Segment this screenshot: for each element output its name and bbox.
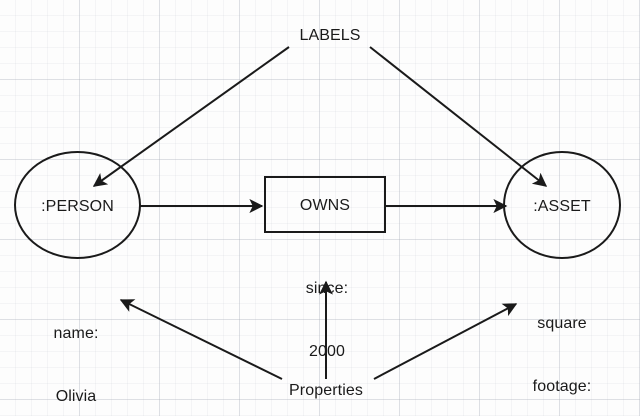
edge-properties-asset — [373, 303, 518, 380]
edge-labels-asset — [369, 46, 548, 187]
property-asset-line1: square — [537, 315, 587, 332]
properties-annotation-title: Properties — [289, 382, 363, 399]
edge-properties-person — [119, 299, 283, 380]
property-asset: square footage: 3000 — [506, 271, 618, 416]
property-owns-line2: 2000 — [309, 343, 345, 360]
node-person-label: :PERSON — [41, 198, 114, 215]
labels-annotation-title: LABELS — [299, 27, 361, 44]
property-asset-line2: footage: — [532, 378, 592, 395]
property-person: name: Olivia — [20, 281, 132, 416]
node-asset-shape[interactable] — [503, 151, 621, 259]
node-owns-shape[interactable] — [264, 176, 386, 233]
node-asset-label: :ASSET — [533, 198, 591, 215]
edge-labels-person — [92, 46, 290, 187]
property-person-line1: name: — [53, 325, 99, 342]
node-person-shape[interactable] — [14, 151, 141, 259]
node-owns-label: OWNS — [299, 197, 351, 214]
property-owns: since: 2000 — [272, 236, 382, 404]
property-person-line2: Olivia — [55, 388, 97, 405]
property-owns-line1: since: — [305, 280, 349, 297]
